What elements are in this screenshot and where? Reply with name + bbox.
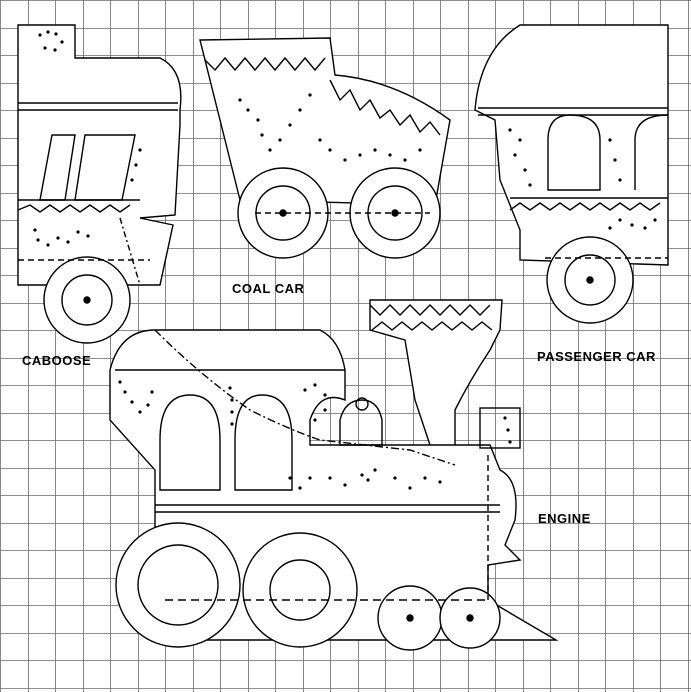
engine-pattern bbox=[109, 299, 559, 651]
coal-car-pattern bbox=[199, 37, 451, 259]
caboose-dots bbox=[33, 30, 142, 247]
engine-label: ENGINE bbox=[538, 511, 591, 526]
coal-car-label: COAL CAR bbox=[232, 281, 305, 296]
caboose-pattern bbox=[17, 24, 182, 344]
passenger-car-label: PASSENGER CAR bbox=[537, 349, 656, 364]
coal-car-dots bbox=[238, 93, 422, 162]
engine-dots bbox=[118, 380, 512, 490]
passenger-car-dots bbox=[508, 128, 657, 230]
passenger-car-pattern bbox=[474, 24, 669, 324]
caboose-label: CABOOSE bbox=[22, 353, 92, 368]
